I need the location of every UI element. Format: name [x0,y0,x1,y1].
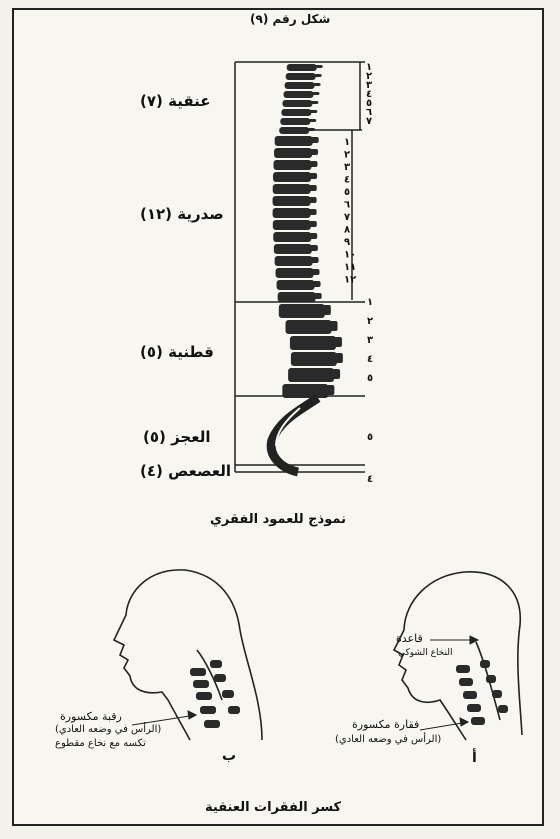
vertebra-process [308,119,316,122]
vertebra [274,148,312,158]
vertebra [277,280,315,290]
vertebra [290,336,336,350]
vertebra-number: ١ [344,137,350,148]
vertebra-process [309,197,317,203]
vertebra-number: ٣ [367,335,373,346]
vertebra-number: ٦ [344,200,350,211]
vertebra-number: ٧ [344,212,350,223]
vertebra [282,384,328,398]
vertebra-number: ٨ [344,225,350,236]
vertebra [281,109,311,116]
bottom-caption: كسر الفقرات العنقية [205,800,341,815]
vertebra-number: ١١ [344,262,356,273]
left-letter: ب [222,748,236,764]
vertebra-number: ٥ [367,432,373,443]
vertebra [273,160,311,170]
vertebra [275,256,313,266]
vertebra [276,268,314,278]
left-label-broken-neck: رقبة مكسورة [60,710,122,723]
vertebra [285,82,315,89]
vertebra-process [310,101,318,104]
vertebra-number: ٢ [367,316,373,327]
left-label-position: (الرأس في وضعه العادي) [55,724,161,735]
vertebra-process [309,209,317,215]
vertebra-process [314,74,322,77]
vertebra [288,368,334,382]
vertebra-process [311,137,319,143]
vertebra-process [330,321,338,331]
vertebra [273,196,311,206]
vertebra [284,91,314,98]
vertebra-process [334,337,342,347]
vertebra-process [307,128,315,131]
vertebra-process [310,149,318,155]
spine-vertebrae [273,64,343,398]
vertebra-process [313,83,321,86]
vertebra [279,127,309,134]
vertebra [273,184,311,194]
vertebra-number: ٢ [344,150,350,161]
vertebra-process [314,293,322,299]
vertebra [273,232,311,242]
vertebra-process [311,257,319,263]
vertebra-process [323,305,331,315]
vertebra-process [332,369,340,379]
left-cervical-vertebrae [190,660,240,728]
vertebra-process [309,185,317,191]
vertebra-process [315,65,323,68]
vertebra [273,220,311,230]
vertebra-process [309,233,317,239]
vertebra-number: ١٢ [344,275,356,286]
left-label-cord: تكسه مع نخاع مقطوع [55,738,146,749]
vertebra [273,208,311,218]
right-label-broken: فقارة مكسورة [352,718,419,731]
vertebra-process [309,110,317,113]
vertebra-process [326,385,334,395]
right-label-position: (الرأس في وضعه العادي) [335,734,441,745]
vertebra [275,136,313,146]
vertebra-number: ٤ [367,474,373,485]
vertebra [278,292,316,302]
vertebra [291,352,337,366]
right-label-skull: قاعدة [396,632,423,645]
vertebra-number: ٩ [344,237,350,248]
vertebra [280,118,310,125]
vertebra-number: ٥ [344,187,350,198]
vertebra-number: ٣ [344,162,350,173]
vertebra-process [335,353,343,363]
vertebra-process [309,221,317,227]
vertebra-process [309,173,317,179]
vertebra-number: ١٠ [344,250,356,261]
vertebra-process [309,161,317,167]
vertebra [279,304,325,318]
vertebra [286,320,332,334]
vertebra-process [312,92,320,95]
vertebra-process [312,269,320,275]
vertebra-process [313,281,321,287]
vertebra-process [310,245,318,251]
right-letter: أ [472,750,477,766]
vertebra [274,244,312,254]
vertebra-number: ٥ [367,373,373,384]
vertebra-number: ٤ [344,175,350,186]
vertebra [287,64,317,71]
vertebra [286,73,316,80]
vertebra-number: ٤ [367,354,373,365]
right-label-cord: النخاع الشوكي [398,648,452,658]
vertebra [282,100,312,107]
vertebra [273,172,311,182]
vertebra-number: ١ [367,297,373,308]
right-cervical-vertebrae [456,660,508,725]
vertebra-number: ٧ [366,116,372,127]
